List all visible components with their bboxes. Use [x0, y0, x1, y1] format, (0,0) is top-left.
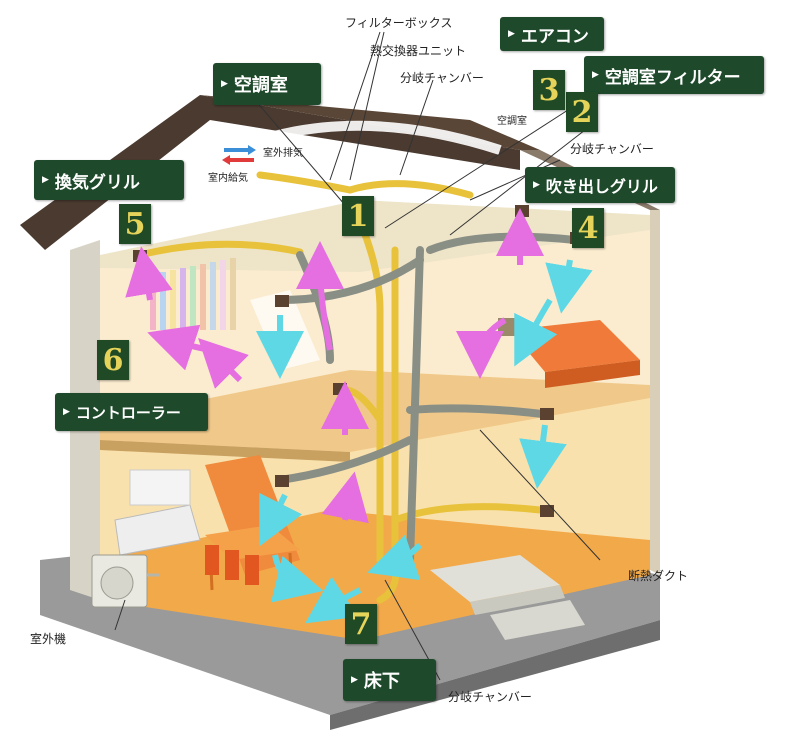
- outlet-label: ▶吹き出しグリル: [525, 167, 675, 203]
- number-1-badge: 1: [342, 196, 374, 236]
- grille-label-text: 換気グリル: [55, 168, 140, 193]
- room-small-caption: 空調室: [497, 112, 527, 127]
- heat-exchanger-caption: 熱交換器ユニット: [370, 42, 466, 59]
- exhaust-caption: 室外排気: [263, 144, 303, 159]
- branch-chamber-mid-caption: 分岐チャンバー: [570, 140, 654, 157]
- outlet-label-text: 吹き出しグリル: [546, 173, 658, 197]
- intake-caption: 室内給気: [208, 169, 248, 184]
- number-7-badge: 7: [345, 604, 377, 644]
- outdoor-unit-caption: 室外機: [30, 630, 66, 647]
- room-filter-label: ▶空調室フィルター: [584, 56, 764, 94]
- underfloor-label: ▶床下: [343, 659, 436, 701]
- number-6-badge: 6: [97, 340, 129, 380]
- number-3-badge: 3: [533, 70, 565, 110]
- underfloor-label-text: 床下: [364, 667, 400, 693]
- filter-box-caption: フィルターボックス: [345, 14, 452, 31]
- number-5-badge: 5: [119, 204, 151, 244]
- number-2-badge: 2: [566, 92, 598, 132]
- room-label: ▶空調室: [213, 63, 321, 105]
- branch-chamber-bottom-caption: 分岐チャンバー: [448, 688, 532, 705]
- grille-label: ▶換気グリル: [34, 160, 184, 200]
- controller-label-text: コントローラー: [76, 402, 181, 423]
- aircon-label-text: エアコン: [521, 22, 589, 47]
- room-label-text: 空調室: [234, 71, 288, 97]
- number-4-badge: 4: [572, 208, 604, 248]
- insulated-duct-caption: 断熱ダクト: [628, 567, 688, 584]
- room-filter-label-text: 空調室フィルター: [605, 63, 741, 88]
- aircon-label: ▶エアコン: [500, 17, 604, 51]
- controller-label: ▶コントローラー: [55, 393, 208, 431]
- branch-chamber-top-caption: 分岐チャンバー: [400, 69, 484, 86]
